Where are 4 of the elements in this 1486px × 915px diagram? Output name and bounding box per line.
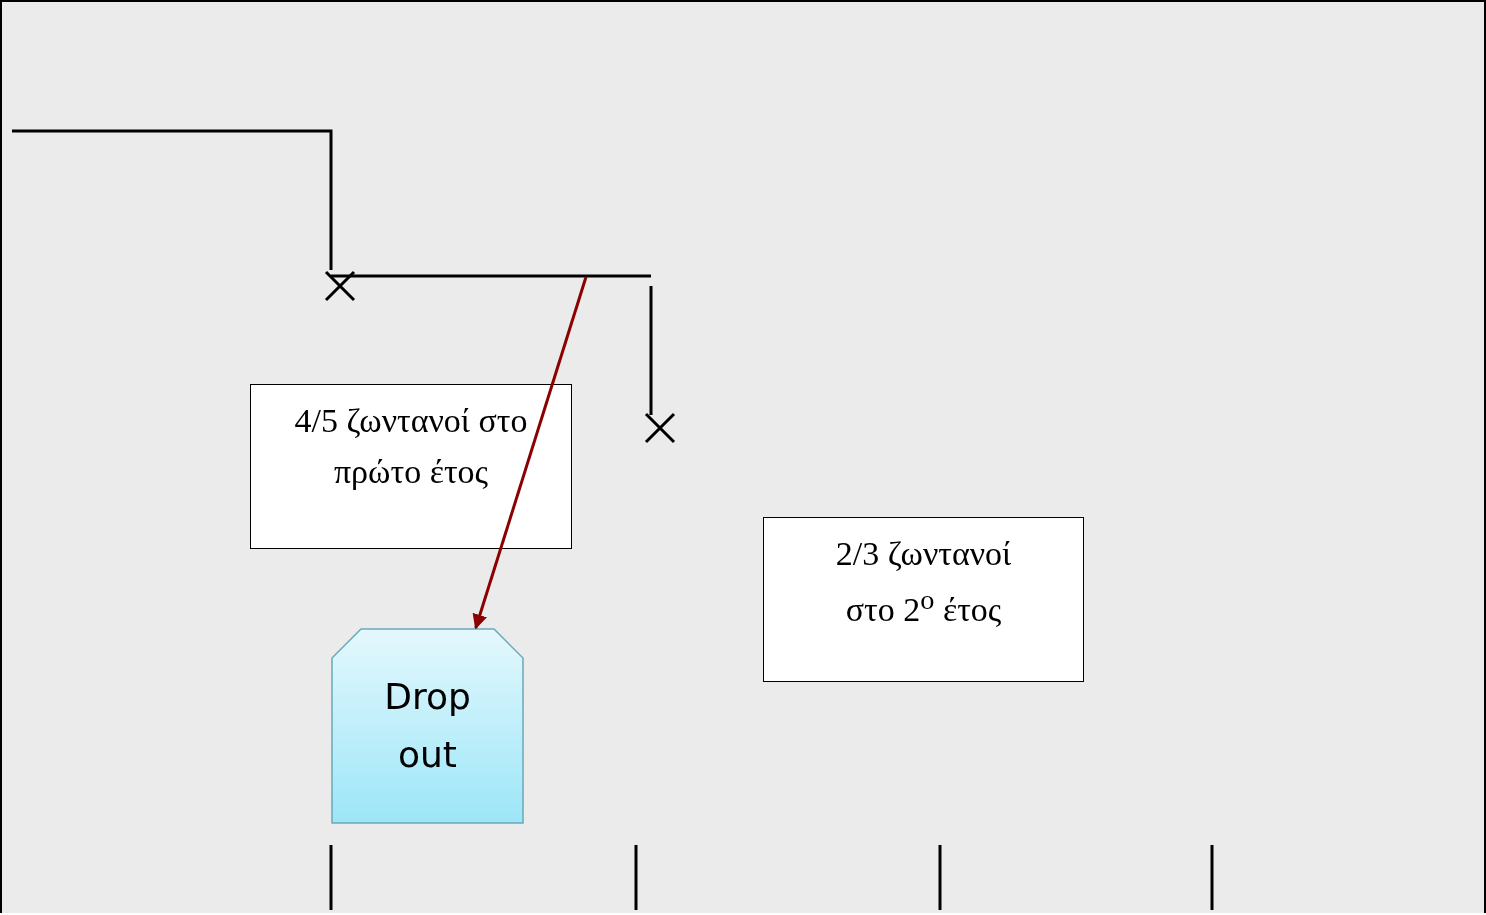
text-box: 2/3 ζωντανοί στο 2$^{ο}$ έτος: [763, 517, 1084, 682]
drop-out-box: Drop out: [331, 628, 524, 824]
text-box: 4/5 ζωντανοί στο πρώτο έτος: [250, 384, 572, 549]
arrow: [472, 276, 588, 630]
